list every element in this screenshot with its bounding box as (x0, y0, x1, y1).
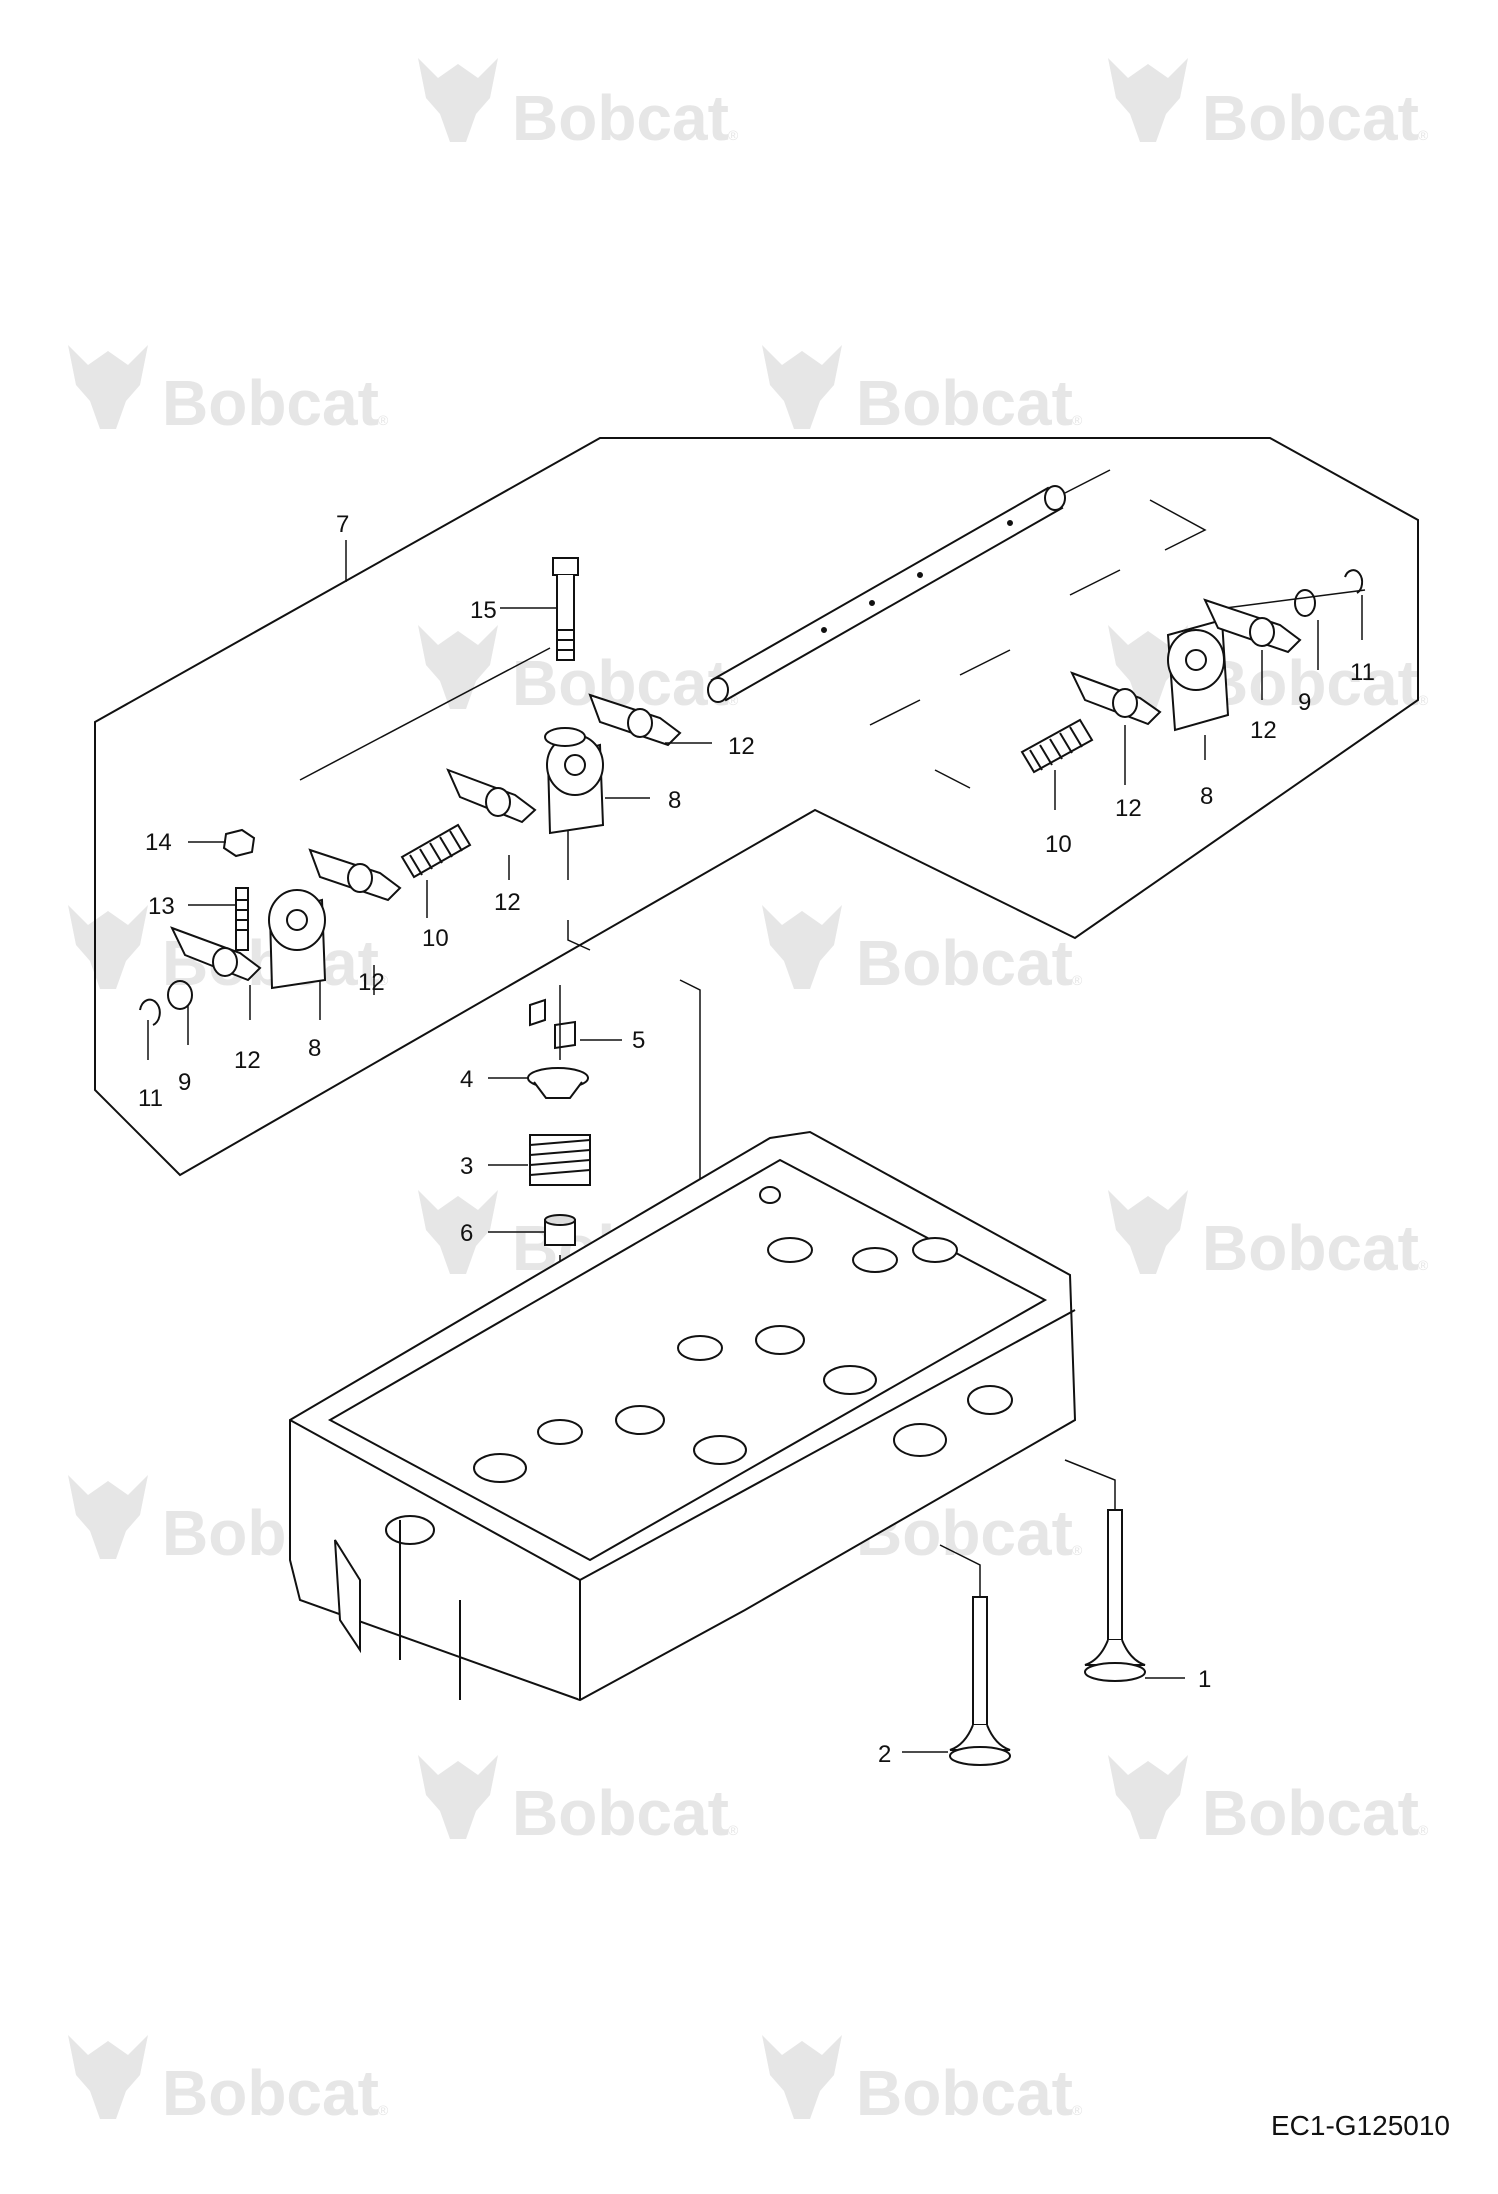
callout-1: 1 (1198, 1666, 1211, 1693)
callout-4: 4 (460, 1066, 473, 1093)
rocker-arm-right-lower (1070, 671, 1162, 726)
svg-text:Bobcat: Bobcat (512, 1777, 729, 1849)
washer-left (167, 980, 193, 1010)
rocker-assembly-boundary (94, 437, 1419, 1177)
svg-text:®: ® (728, 1822, 739, 1838)
svg-text:®: ® (378, 412, 389, 428)
callout-12: 12 (1250, 717, 1277, 744)
rocker-bracket-middle (546, 734, 605, 835)
rocker-arm-middle-upper (588, 693, 682, 747)
callout-14: 14 (145, 829, 172, 856)
callout-10: 10 (422, 925, 449, 952)
watermark-15: Bobcat ® (68, 2035, 389, 2129)
watermark-6: Bobcat ® (1108, 625, 1429, 719)
drawing-code: EC1-G125010 (1270, 2110, 1450, 2141)
spring-middle (400, 823, 472, 879)
valve-keepers (529, 998, 576, 1050)
svg-text:Bobcat: Bobcat (856, 367, 1073, 439)
watermark-3: Bobcat ® (68, 345, 389, 439)
svg-text:Bobcat: Bobcat (162, 367, 379, 439)
callout-11: 11 (138, 1085, 163, 1112)
callout-12: 12 (358, 969, 385, 996)
bolt (544, 557, 586, 747)
callout-6: 6 (460, 1220, 473, 1247)
svg-text:®: ® (1072, 412, 1083, 428)
rocker-arm-left-upper (308, 848, 402, 902)
watermark-10: Bobcat ® (1108, 1190, 1429, 1284)
svg-text:®: ® (1072, 1542, 1083, 1558)
svg-text:®: ® (378, 2102, 389, 2118)
snap-ring-left (139, 998, 161, 1026)
rocker-bracket-left (268, 889, 327, 990)
rocker-arm-left-lower (170, 926, 262, 982)
rocker-arm-right-upper (1203, 598, 1302, 654)
svg-text:®: ® (1418, 127, 1429, 143)
watermark-layer: Bobcat ® Bobcat ® Bobcat ® Bobcat ® Bobc… (68, 58, 1429, 2129)
callout-12: 12 (728, 733, 755, 760)
leader-lines (147, 540, 1363, 1753)
callout-15: 15 (470, 597, 497, 624)
svg-text:Bobcat: Bobcat (1202, 1212, 1419, 1284)
callout-10: 10 (1045, 831, 1072, 858)
svg-text:Bobcat: Bobcat (1202, 647, 1419, 719)
rocker-arm-middle-lower (446, 768, 537, 824)
callout-9: 9 (1298, 689, 1311, 716)
washer-right (1294, 589, 1316, 617)
svg-text:Bobcat: Bobcat (162, 2057, 379, 2129)
callout-8: 8 (668, 787, 681, 814)
callout-12: 12 (494, 889, 521, 916)
watermark-1: Bobcat ® (418, 58, 739, 154)
svg-text:Bobcat: Bobcat (1202, 82, 1419, 154)
callout-12: 12 (234, 1047, 261, 1074)
svg-text:®: ® (1418, 1822, 1429, 1838)
svg-text:Bobcat: Bobcat (512, 82, 729, 154)
callout-11: 11 (1350, 659, 1375, 686)
watermark-2: Bobcat ® (1108, 58, 1429, 154)
valve-exhaust (1084, 1509, 1146, 1682)
valve-spring (529, 1134, 591, 1186)
watermark-16: Bobcat ® (762, 2035, 1083, 2129)
shaft-axis-dashes (299, 469, 1366, 789)
svg-text:Bobcat: Bobcat (856, 927, 1073, 999)
callout-2: 2 (878, 1741, 891, 1768)
callout-13: 13 (148, 893, 175, 920)
valve-guide-lines (939, 1459, 1116, 1597)
svg-text:®: ® (1418, 692, 1429, 708)
svg-text:Bobcat: Bobcat (1202, 1777, 1419, 1849)
callout-8: 8 (1200, 783, 1213, 810)
svg-text:®: ® (1072, 2102, 1083, 2118)
snap-ring-right (1344, 569, 1364, 594)
svg-text:Bobcat: Bobcat (856, 2057, 1073, 2129)
watermark-8: Bobcat ® (762, 905, 1083, 999)
svg-text:®: ® (1072, 972, 1083, 988)
watermark-13: Bobcat ® (418, 1755, 739, 1849)
svg-text:®: ® (728, 692, 739, 708)
watermark-4: Bobcat ® (762, 345, 1083, 439)
valve-intake (949, 1596, 1011, 1766)
adjusting-screw (235, 887, 249, 951)
callout-9: 9 (178, 1069, 191, 1096)
cylinder-head (289, 1130, 1077, 1702)
spring-right (1020, 718, 1094, 774)
svg-text:®: ® (1418, 1257, 1429, 1273)
svg-text:®: ® (378, 972, 389, 988)
watermark-5: Bobcat ® (418, 625, 739, 719)
watermark-14: Bobcat ® (1108, 1755, 1429, 1849)
callout-3: 3 (460, 1153, 473, 1180)
valve-stem-seal (544, 1214, 576, 1246)
callout-12: 12 (1115, 795, 1142, 822)
callouts: 7 15 12 8 12 10 12 8 12 9 11 14 13 11 9 … (138, 511, 1375, 1768)
rocker-shaft (707, 485, 1066, 703)
callout-8: 8 (308, 1035, 321, 1062)
callout-7: 7 (336, 511, 349, 538)
rocker-bracket-right (1166, 618, 1230, 732)
callout-5: 5 (632, 1027, 645, 1054)
lock-nut (222, 828, 256, 858)
spring-retainer (527, 1067, 589, 1099)
svg-text:®: ® (728, 127, 739, 143)
